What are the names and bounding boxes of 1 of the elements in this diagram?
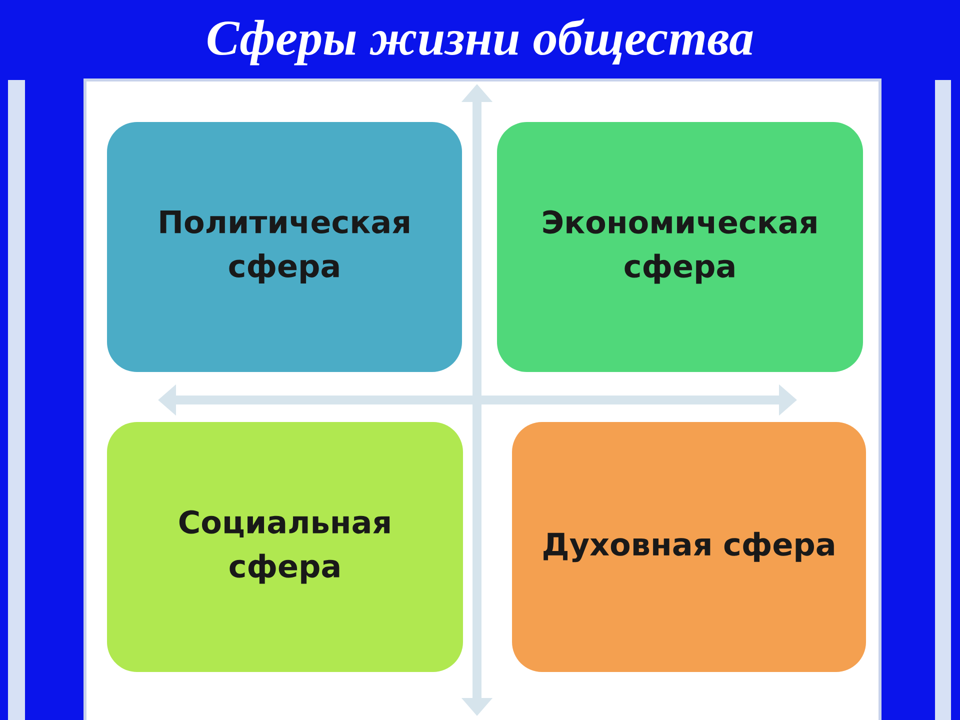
title: Сферы жизни общества (208, 18, 753, 66)
